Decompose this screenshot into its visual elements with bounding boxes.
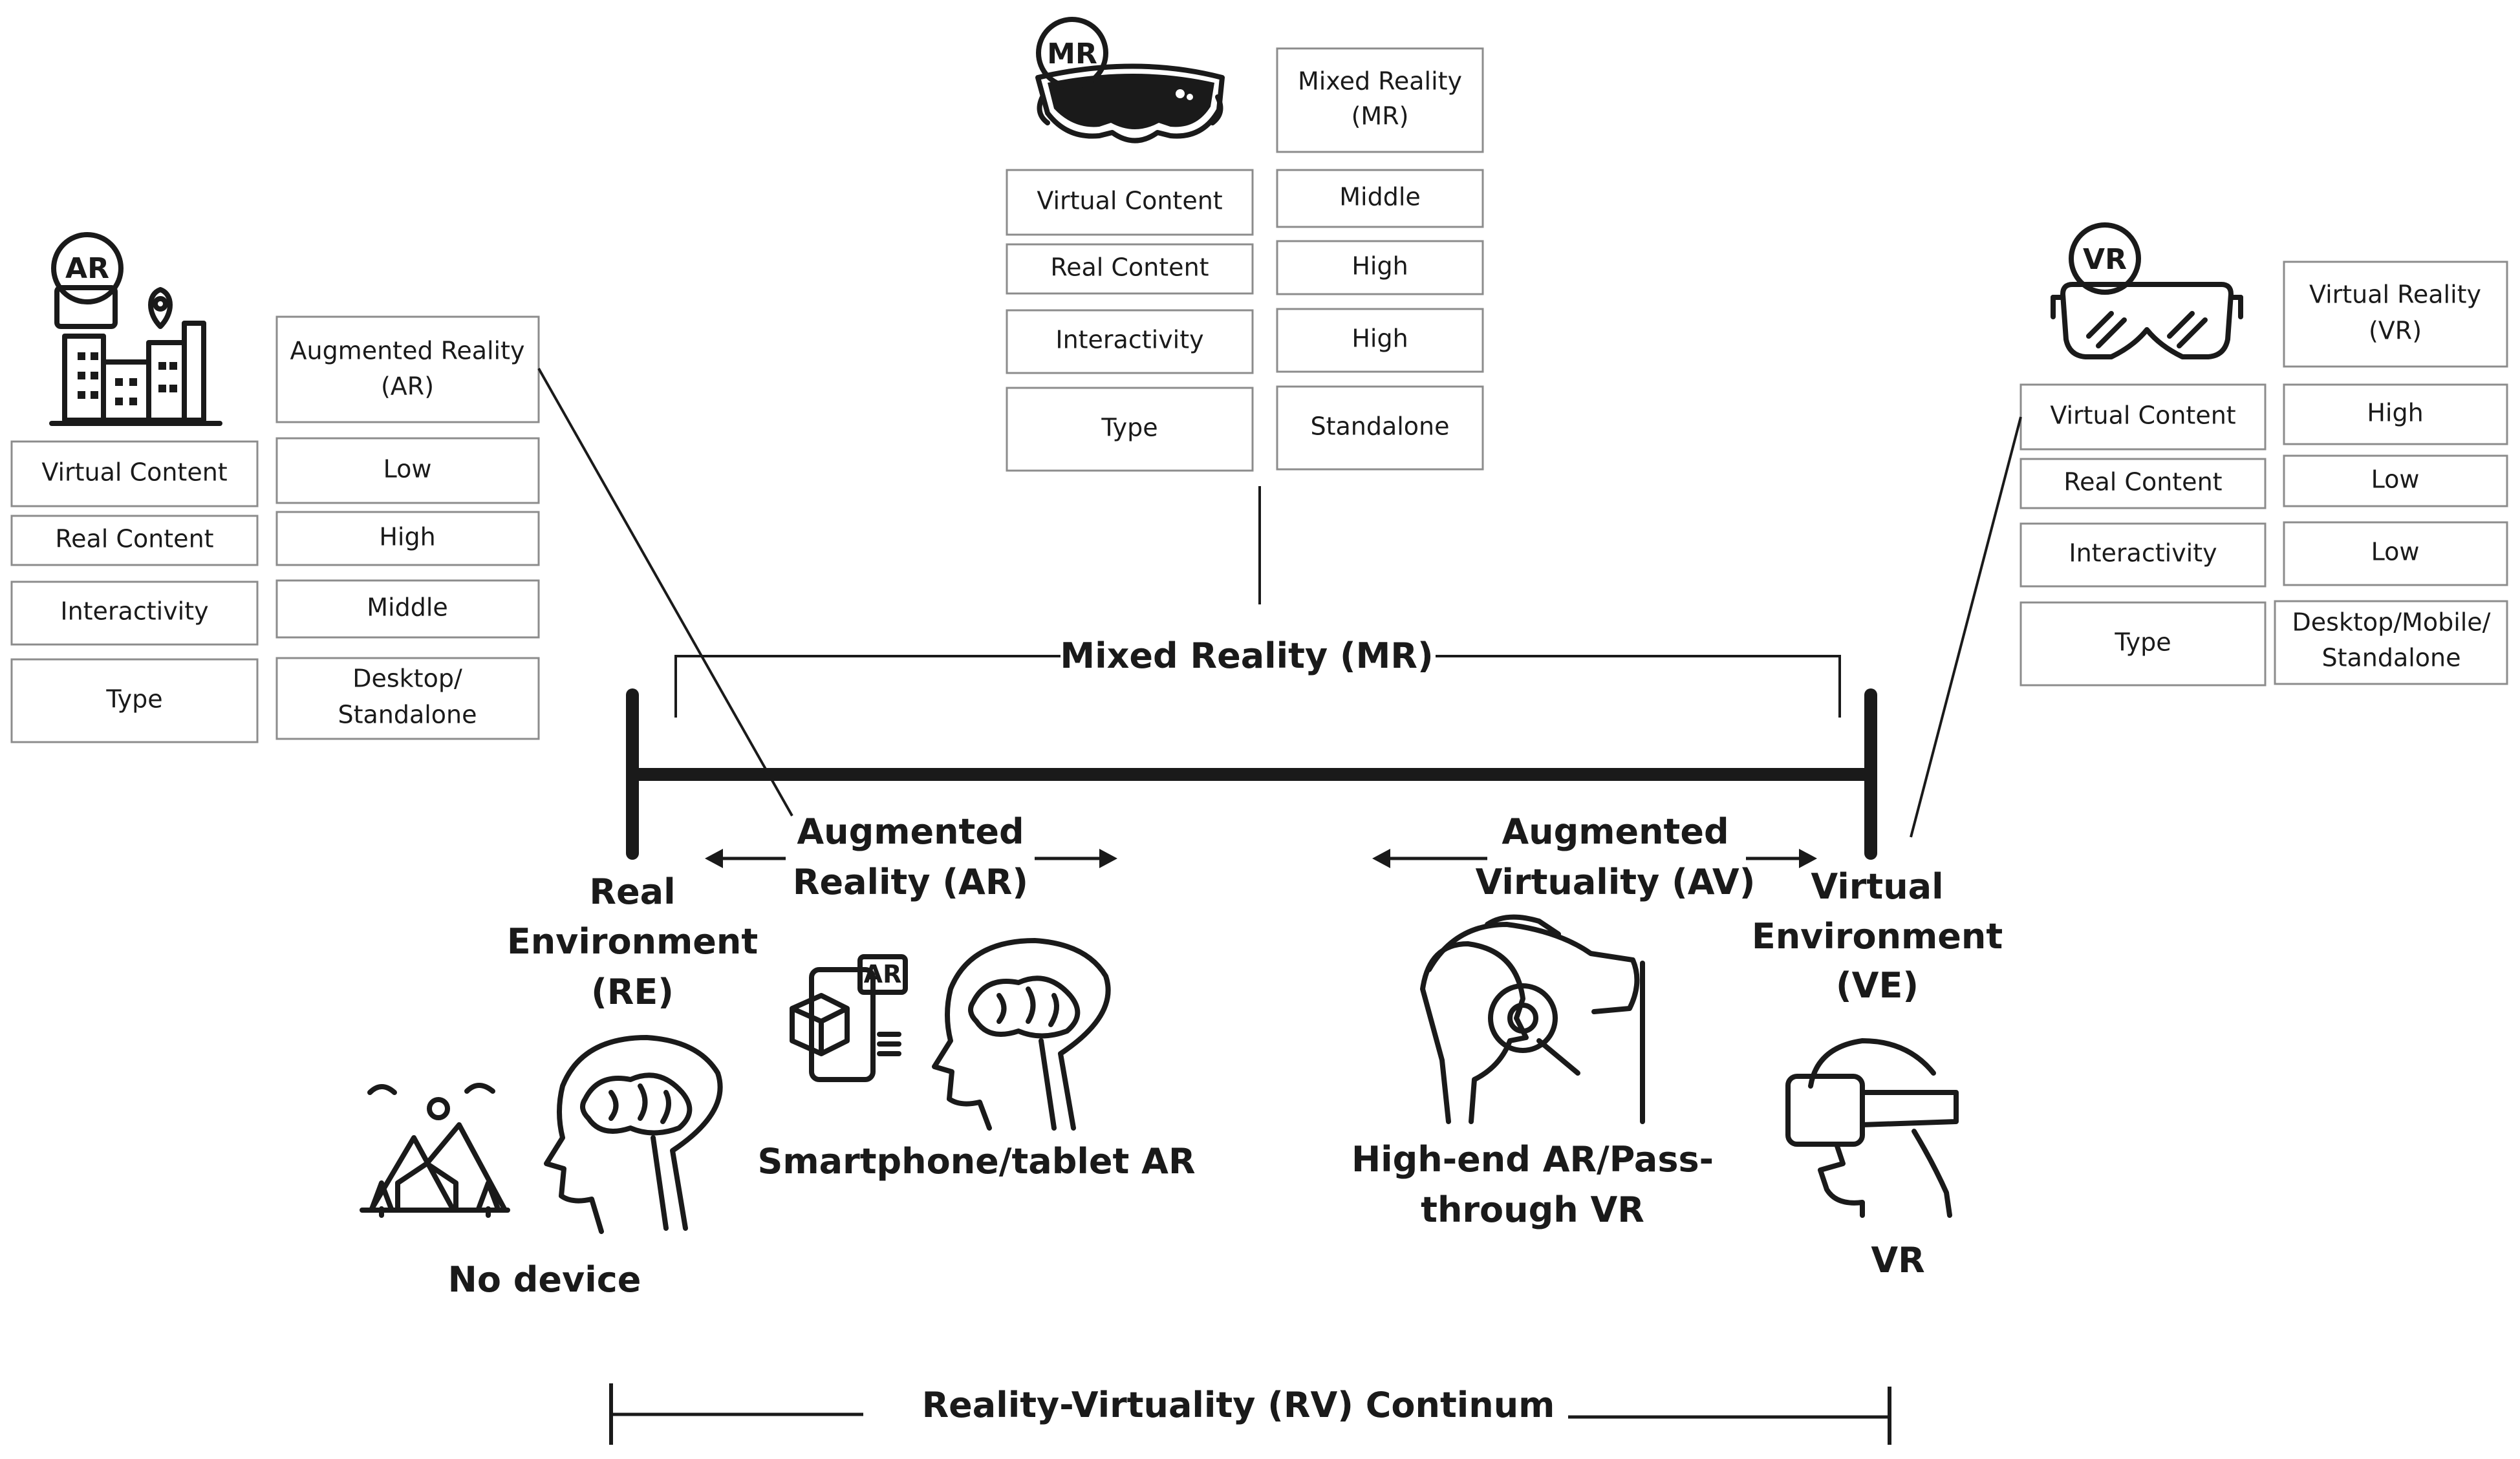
ar-value-virtual-content: Low — [383, 455, 432, 484]
ar-connector-line — [537, 368, 793, 816]
re-label-line1: Real — [589, 871, 675, 912]
arrow-left-icon — [705, 849, 786, 868]
arrow-right-icon — [1746, 849, 1817, 868]
vr-label-type: Type — [2114, 628, 2171, 657]
vr-header-line2: (VR) — [2369, 317, 2422, 345]
av-region-label-line1: Augmented — [1502, 811, 1728, 852]
city-map-pin-icon: AR — [49, 232, 222, 426]
ar-header-cell: Augmented Reality (AR) — [275, 315, 540, 423]
vr-row-real-content: Real Content Low — [2019, 454, 2508, 509]
augmented-reality-region: Augmented Reality (AR) — [705, 811, 1117, 902]
vr-header-cell: Virtual Reality (VR) — [2283, 261, 2508, 368]
ar-label-interactivity: Interactivity — [60, 597, 208, 626]
mr-row-interactivity: Interactivity High — [1006, 308, 1484, 374]
re-label-line2: Environment — [507, 921, 758, 962]
ar-label-type: Type — [105, 685, 162, 714]
vr-label-virtual-content: Virtual Content — [2050, 401, 2235, 430]
ve-label-line3: (VE) — [1836, 965, 1919, 1006]
no-device-label: No device — [448, 1259, 641, 1300]
rv-continuum-bracket: Reality-Virtuality (RV) Continum — [609, 1383, 1891, 1445]
mr-label-type: Type — [1101, 414, 1158, 442]
mr-header-line1: Mixed Reality — [1298, 67, 1462, 96]
vr-row-virtual-content: Virtual Content High — [2019, 383, 2508, 451]
vr-value-type-line1: Desktop/Mobile/ — [2292, 608, 2491, 637]
ar-phone-icon: AR — [790, 954, 908, 1082]
mr-label-interactivity: Interactivity — [1055, 326, 1203, 354]
mr-header-line2: (MR) — [1352, 102, 1409, 131]
mr-header-cell: Mixed Reality (MR) — [1276, 47, 1484, 153]
ar-header-line1: Augmented Reality — [290, 337, 524, 365]
arrow-right-icon — [1035, 849, 1117, 868]
vr-badge-label: VR — [2083, 243, 2127, 276]
mr-value-real-content: High — [1352, 252, 1408, 281]
vr-value-type-line2: Standalone — [2321, 644, 2461, 672]
vr-goggles-icon: VR — [2051, 222, 2243, 359]
rv-continuum-label: Reality-Virtuality (RV) Continum — [922, 1385, 1555, 1425]
ar-header-line2: (AR) — [381, 372, 434, 401]
vr-value-virtual-content: High — [2367, 399, 2423, 427]
continuum-axis — [626, 688, 1877, 860]
mr-badge-label: MR — [1047, 37, 1097, 70]
ar-row-interactivity: Interactivity Middle — [10, 579, 540, 646]
ar-row-type: Type Desktop/ Standalone — [10, 657, 540, 743]
ar-row-real-content: Real Content High — [10, 511, 540, 566]
ar-region-label-line1: Augmented — [797, 811, 1024, 852]
ar-table: Augmented Reality (AR) Virtual Content L… — [10, 315, 540, 743]
ve-label-line2: Environment — [1752, 916, 2003, 957]
vr-label-interactivity: Interactivity — [2069, 539, 2217, 568]
mr-table: Mixed Reality (MR) Virtual Content Middl… — [1006, 47, 1484, 472]
highend-label-line2: through VR — [1421, 1189, 1644, 1230]
highend-label-line1: High-end AR/Pass- — [1352, 1139, 1714, 1180]
ar-row-virtual-content: Virtual Content Low — [10, 437, 540, 507]
ar-label-virtual-content: Virtual Content — [41, 458, 227, 487]
mixed-reality-bracket: Mixed Reality (MR) — [674, 635, 1841, 718]
phone-ar-badge: AR — [864, 960, 902, 988]
mr-row-real-content: Real Content High — [1006, 240, 1484, 295]
mr-value-virtual-content: Middle — [1339, 183, 1421, 211]
mixed-reality-headset-icon: MR — [1035, 17, 1225, 144]
vr-header-line1: Virtual Reality — [2309, 281, 2481, 309]
headset-head-icon — [1420, 914, 1645, 1124]
re-label-line3: (RE) — [591, 972, 674, 1012]
vr-value-interactivity: Low — [2371, 538, 2420, 566]
ar-value-real-content: High — [379, 523, 435, 551]
virtual-environment-label: Virtual Environment (VE) — [1752, 866, 2003, 1006]
vr-row-type: Type Desktop/Mobile/ Standalone — [2019, 600, 2508, 687]
ar-badge-label: AR — [65, 252, 109, 285]
landscape-icon — [360, 1083, 510, 1218]
augmented-virtuality-region: Augmented Virtuality (AV) — [1372, 811, 1817, 902]
ar-value-type-line1: Desktop/ — [352, 665, 462, 693]
mixed-reality-label: Mixed Reality (MR) — [1060, 635, 1433, 676]
smartphone-ar-label: Smartphone/tablet AR — [757, 1141, 1195, 1182]
ar-value-type-line2: Standalone — [338, 701, 477, 729]
mr-row-type: Type Standalone — [1006, 385, 1484, 472]
ar-region-label-line2: Reality (AR) — [793, 862, 1028, 902]
mr-value-interactivity: High — [1352, 325, 1408, 353]
av-region-label-line2: Virtuality (AV) — [1476, 862, 1756, 902]
real-environment-label: Real Environment (RE) — [507, 871, 758, 1012]
ar-label-real-content: Real Content — [55, 525, 213, 553]
vr-device-label: VR — [1871, 1240, 1924, 1281]
vr-label-real-content: Real Content — [2063, 468, 2222, 496]
vr-connector-line — [1910, 416, 2022, 838]
vr-table: Virtual Reality (VR) Virtual Content Hig… — [2019, 261, 2508, 687]
brain-head-icon — [544, 1035, 723, 1234]
vr-row-interactivity: Interactivity Low — [2019, 521, 2508, 588]
mr-label-real-content: Real Content — [1050, 253, 1209, 282]
ve-label-line1: Virtual — [1811, 866, 1943, 907]
mr-label-virtual-content: Virtual Content — [1037, 187, 1222, 215]
brain-head-icon — [932, 938, 1111, 1131]
mr-row-virtual-content: Virtual Content Middle — [1006, 169, 1484, 236]
arrow-left-icon — [1372, 849, 1487, 868]
vr-head-icon — [1785, 1038, 1959, 1218]
vr-value-real-content: Low — [2371, 465, 2420, 494]
mr-value-type: Standalone — [1310, 412, 1449, 441]
ar-value-interactivity: Middle — [367, 593, 448, 622]
